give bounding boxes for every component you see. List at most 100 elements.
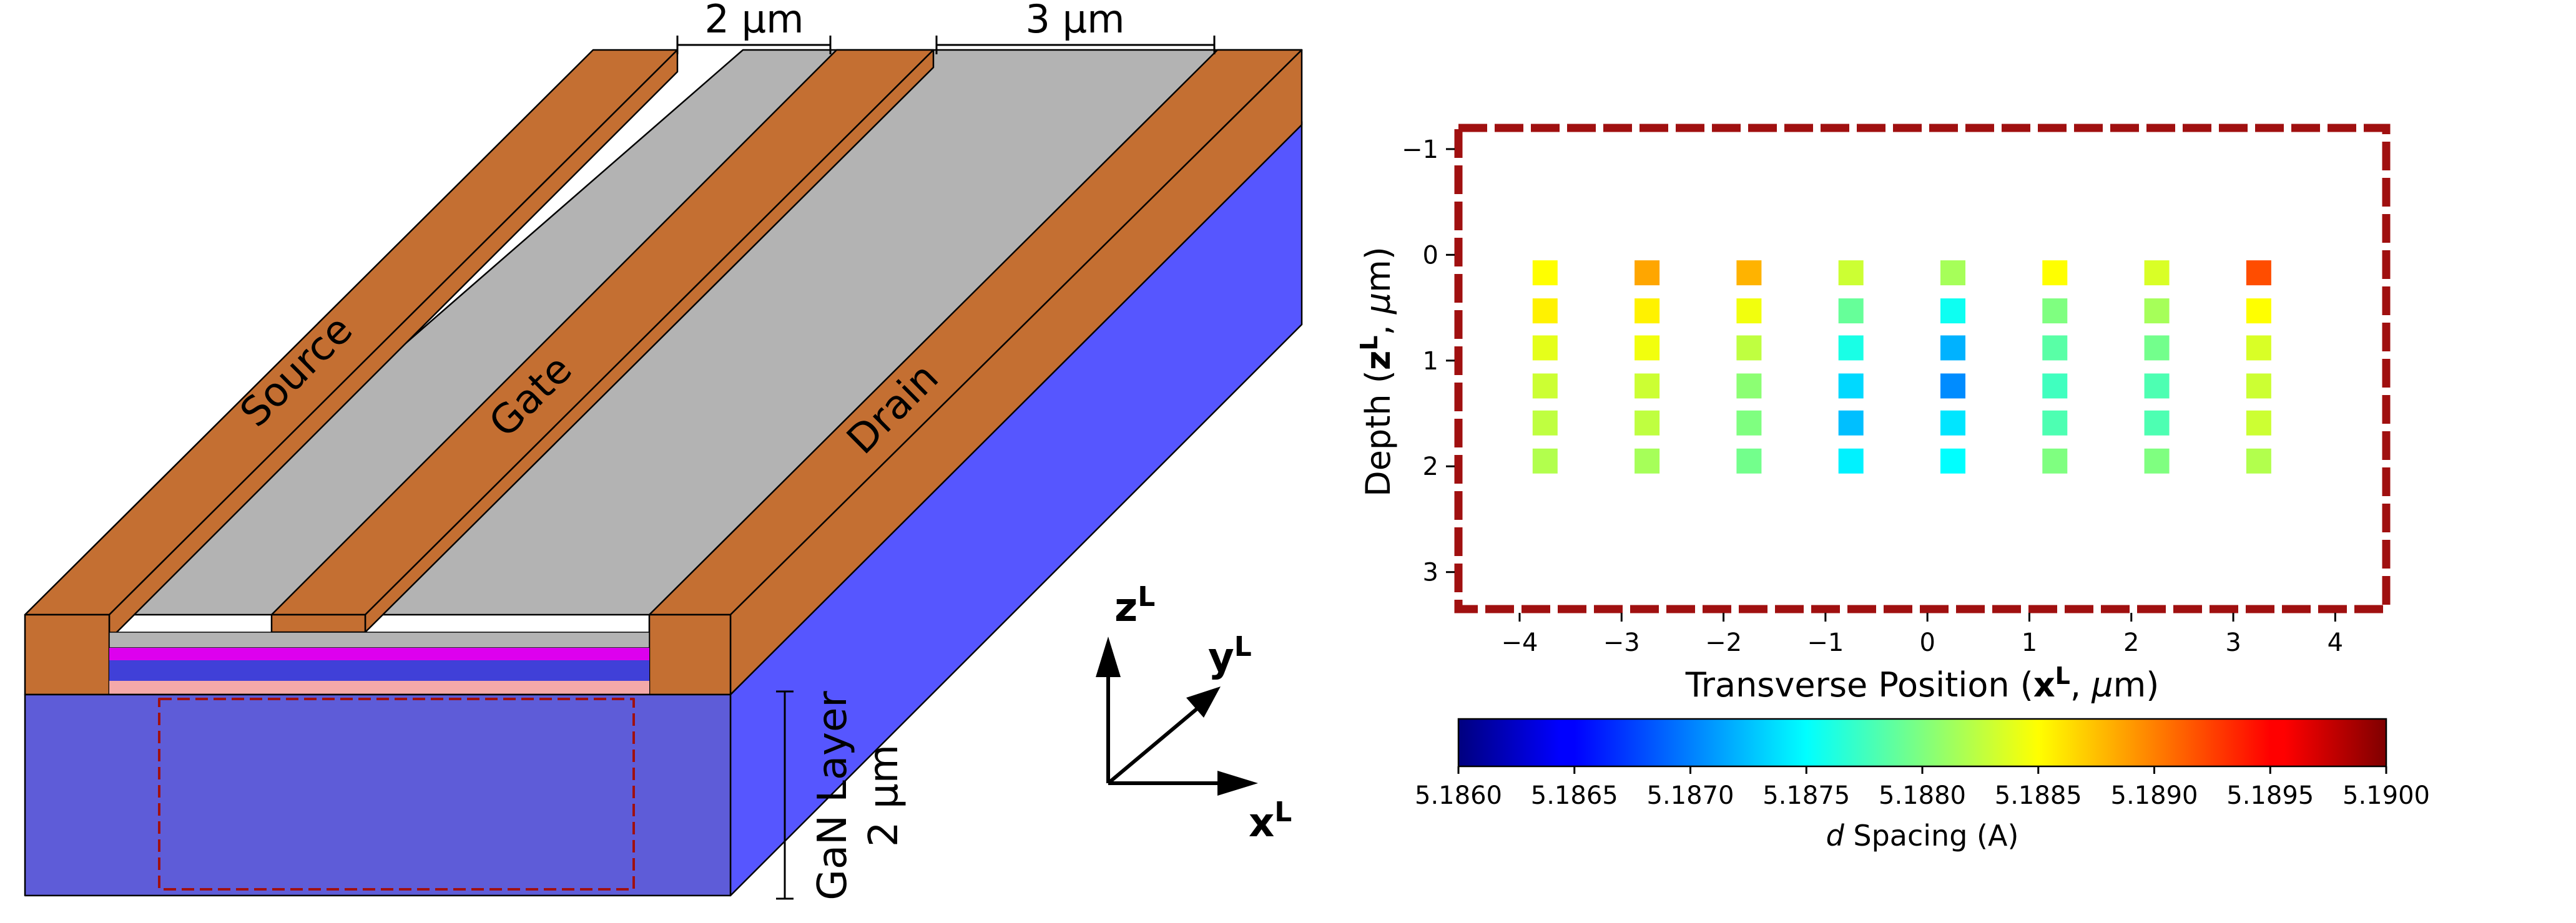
- y-tick-label: 3: [1423, 559, 1438, 587]
- heatmap-cell: [1838, 448, 1864, 474]
- gate-width-label: 2 µm: [705, 0, 804, 42]
- layer-stack-pink: [109, 681, 649, 695]
- source-contact-front-face: [24, 613, 111, 696]
- x-tick-label: −4: [1501, 628, 1538, 657]
- heatmap-cell: [1838, 410, 1864, 436]
- heatmap-cell: [1736, 373, 1762, 399]
- heatmap-cell: [1838, 335, 1864, 361]
- heatmap-cell: [1532, 448, 1558, 474]
- heatmap-cell: [1736, 298, 1762, 324]
- gate-drain-gap-marker: [935, 36, 1216, 54]
- heatmap-cell: [2042, 410, 2068, 436]
- y-tick-label: 2: [1423, 452, 1438, 481]
- layer-stack-grey: [109, 632, 650, 648]
- x-tick-label: 3: [2225, 628, 2241, 657]
- heatmap-cells: [1532, 260, 2271, 474]
- colorbar-tick-label: 5.1860: [1415, 781, 1502, 810]
- layer-stack-blue: [109, 660, 649, 681]
- heatmap-cell: [1838, 298, 1864, 324]
- x-tick-label: 2: [2123, 628, 2139, 657]
- heatmap-cell: [2246, 298, 2271, 324]
- colorbar-tick-label: 5.1880: [1879, 781, 1966, 810]
- heatmap-cell: [2246, 410, 2271, 436]
- heatmap-cell: [1940, 373, 1965, 399]
- heatmap-cell: [1736, 448, 1762, 474]
- heatmap-cell: [2042, 298, 2068, 324]
- colorbar-tick-label: 5.1865: [1531, 781, 1618, 810]
- y-tick-label: −1: [1402, 135, 1438, 164]
- heatmap-cell: [2042, 260, 2068, 286]
- x-tick-label: 0: [1919, 628, 1935, 657]
- heatmap-cell: [1635, 373, 1660, 399]
- x-tick-label: −2: [1705, 628, 1742, 657]
- heatmap-cell: [1736, 410, 1762, 436]
- heatmap-cell: [2042, 335, 2068, 361]
- x-tick-label: 1: [2022, 628, 2037, 657]
- heatmap-cell: [1635, 410, 1660, 436]
- heatmap-cell: [2246, 260, 2271, 286]
- x-tick-label: −1: [1807, 628, 1844, 657]
- heatmap-cell: [1940, 260, 1965, 286]
- heatmap-cell: [2246, 373, 2271, 399]
- colorbar-tick-label: 5.1875: [1762, 781, 1850, 810]
- colorbar-tick-label: 5.1900: [2342, 781, 2430, 810]
- heatmap-cell: [1736, 260, 1762, 286]
- drain-contact-front-face: [648, 613, 732, 696]
- y-tick-label: 0: [1423, 241, 1438, 270]
- heatmap-cell: [1532, 298, 1558, 324]
- colorbar-label: d Spacing (A): [1826, 819, 2019, 852]
- heatmap-cell: [1940, 298, 1965, 324]
- colorbar-tick-label: 5.1870: [1647, 781, 1734, 810]
- colorbar-tick-label: 5.1895: [2226, 781, 2314, 810]
- plot-frame: [1454, 124, 2391, 613]
- y-axis-label: yL: [1208, 631, 1252, 681]
- heatmap-cell: [1940, 410, 1965, 436]
- heatmap-cell: [1532, 373, 1558, 399]
- heatmap-cell: [1838, 260, 1864, 286]
- y-tick-label: 1: [1423, 347, 1438, 376]
- colorbar-ticks: 5.1860 5.1865 5.1870 5.1875 5.1880 5.1885 5.18…: [1415, 766, 2430, 810]
- heatmap-cell: [1635, 298, 1660, 324]
- colorbar-tick-label: 5.1885: [1995, 781, 2082, 810]
- heatmap-cell: [1635, 260, 1660, 286]
- heatmap-cell: [2246, 448, 2271, 474]
- heatmap-cell: [2042, 448, 2068, 474]
- heatmap-cell: [2144, 260, 2170, 286]
- heatmap-cell: [1532, 410, 1558, 436]
- gate-drain-gap-label: 3 µm: [1026, 0, 1125, 42]
- y-axis-arrow: [1107, 700, 1206, 785]
- y-arrow-head: [1186, 686, 1221, 718]
- y-axis-title: Depth (zL, µm): [1355, 247, 1398, 497]
- substrate-front-face: [24, 693, 732, 897]
- region-of-interest: [158, 698, 635, 891]
- heatmap-cell: [1532, 335, 1558, 361]
- x-tick-label: −3: [1603, 628, 1640, 657]
- gate-contact-front-face: [270, 613, 366, 633]
- hemt-device-schematic: [24, 36, 1303, 900]
- layer-stack-magenta: [109, 648, 649, 660]
- heatmap-cell: [2042, 373, 2068, 399]
- gate-width-marker: [676, 36, 832, 54]
- z-arrow-head: [1096, 637, 1121, 677]
- colorbar: [1457, 718, 2387, 768]
- heatmap-cell: [1532, 260, 1558, 286]
- z-axis-label: zL: [1114, 581, 1155, 631]
- x-arrow-head: [1217, 771, 1258, 796]
- x-axis-title: Transverse Position (xL, µm): [1685, 662, 2160, 705]
- x-axis-label: xL: [1249, 796, 1292, 846]
- colorbar-tick-label: 5.1890: [2111, 781, 2198, 810]
- x-ticks: −4 −3 −2 −1 0 1 2 3 4: [1501, 613, 2343, 657]
- gan-thickness-bracket: [776, 690, 794, 900]
- heatmap-cell: [1736, 335, 1762, 361]
- x-tick-label: 4: [2328, 628, 2343, 657]
- plot-area: [1458, 128, 2386, 609]
- gan-thickness-label: 2 µm: [861, 745, 907, 847]
- gan-layer-label: GaN Layer: [810, 691, 856, 901]
- heatmap-cell: [2144, 298, 2170, 324]
- heatmap-cell: [2246, 335, 2271, 361]
- heatmap-cell: [1635, 335, 1660, 361]
- heatmap-cell: [2144, 448, 2170, 474]
- heatmap-cell: [1940, 335, 1965, 361]
- heatmap-cell: [2144, 335, 2170, 361]
